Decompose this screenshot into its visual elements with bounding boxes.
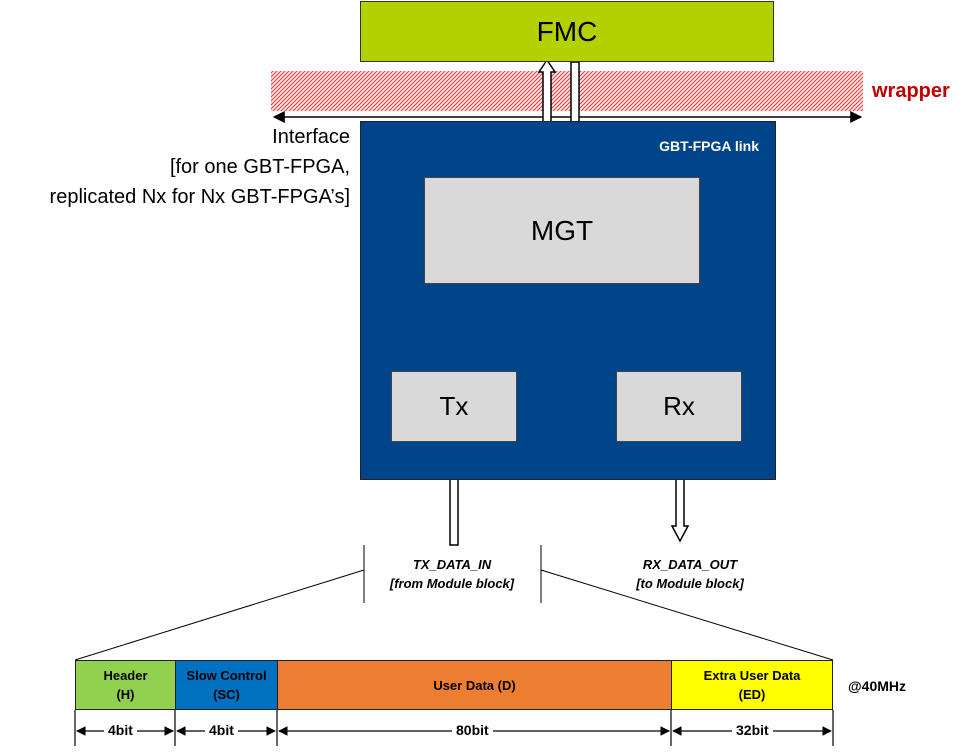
gbt-fpga-link-label: GBT-FPGA link [659,138,759,154]
expand-line-left [74,569,365,661]
interface-description: Interface [for one GBT-FPGA, replicated … [50,122,350,212]
tx-data-in-label: TX_DATA_IN [from Module block] [374,555,530,593]
rx-data-out-label: RX_DATA_OUT [to Module block] [612,555,768,593]
wrapper-band [271,71,863,111]
fmc-block: FMC [360,1,774,62]
interface-line-1: Interface [272,126,350,148]
bit-width-extra-user-data: 32bit [732,722,773,738]
tx-label: Tx [439,391,469,421]
field-sc-name: Slow Control [186,668,267,683]
interface-line-3: replicated Nx for Nx GBT-FPGA’s] [49,186,350,208]
frame-field-slow-control: Slow Control (SC) [175,660,278,710]
bit-width-header: 4bit [104,722,137,738]
field-ed-name: Extra User Data [703,668,801,683]
frame-field-extra-user-data: Extra User Data (ED) [671,660,833,710]
field-header-abbr: (H) [116,687,135,702]
frame-field-header: Header (H) [75,660,176,710]
field-ed-abbr: (ED) [738,687,766,702]
fmc-label: FMC [536,15,598,47]
tx-block: Tx [391,371,517,442]
rx-block: Rx [616,371,742,442]
mgt-label: MGT [530,214,594,246]
bit-width-slow-control: 4bit [205,722,238,738]
tx-signal-source: [from Module block] [389,576,515,591]
interface-line-2: [for one GBT-FPGA, [169,156,350,178]
rx-signal-dest: [to Module block] [636,576,744,591]
field-sc-abbr: (SC) [213,687,240,702]
frame-field-user-data: User Data (D) [277,660,672,710]
rx-label: Rx [663,391,695,421]
frame-rate-label: @40MHz [848,678,906,694]
wrapper-label: wrapper [872,80,950,102]
rx-signal-name: RX_DATA_OUT [642,557,738,572]
field-d-name: User Data (D) [433,677,516,693]
field-header-name: Header [103,668,148,683]
expand-line-right [540,569,834,661]
tx-signal-name: TX_DATA_IN [412,557,492,572]
mgt-block: MGT [424,177,700,284]
bit-width-user-data: 80bit [452,722,493,738]
